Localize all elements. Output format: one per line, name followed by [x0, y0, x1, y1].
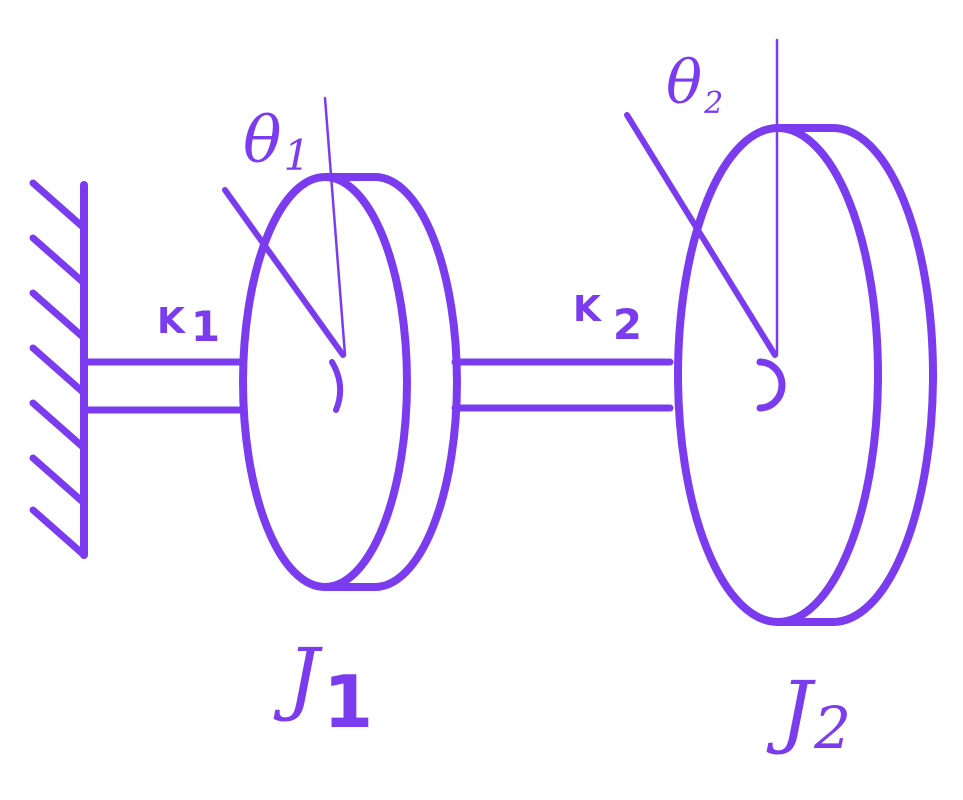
disk-j2-rim [774, 124, 937, 626]
hatch-mark [29, 506, 88, 559]
hatch-mark [29, 289, 88, 342]
theta1-label: θ1 [243, 104, 310, 180]
hatch-mark [29, 454, 88, 507]
theta2-angle [624, 38, 779, 358]
hatch-mark [29, 399, 88, 452]
disk-j1 [239, 173, 461, 591]
disk-j1-rim [321, 173, 461, 591]
hatch-mark [29, 344, 88, 397]
disk-j2 [674, 124, 937, 626]
shaft-k1 [80, 358, 344, 414]
disk-j1-face [239, 173, 411, 591]
theta2-rotated-line [624, 112, 778, 358]
hatch-mark [29, 234, 88, 287]
theta1-reference-line [323, 96, 347, 357]
theta1-angle [222, 96, 347, 358]
shaft-k2 [451, 358, 786, 412]
j2-label: J2 [766, 664, 851, 762]
hatch-mark [29, 179, 88, 232]
theta2-label: θ2 [666, 48, 723, 121]
theta1-rotated-line [222, 187, 346, 358]
fixed-wall [29, 179, 88, 559]
j1-label: J1 [273, 631, 373, 744]
wall-hatching [29, 179, 88, 559]
